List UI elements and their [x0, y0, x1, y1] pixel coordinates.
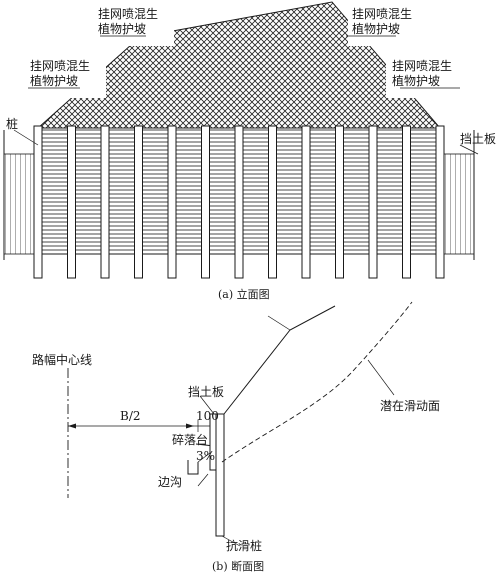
pile — [402, 125, 411, 279]
slope-label-upper-right-2: 植物护坡 — [352, 21, 400, 36]
pile — [100, 125, 110, 279]
slip-surface — [221, 301, 413, 463]
pile-label-section: 抗滑桩 — [226, 538, 262, 553]
wall-label-elevation: 挡土板 — [460, 132, 496, 146]
wall-label-section: 挡土板 — [188, 385, 224, 399]
platform-label: 碎落台 — [172, 432, 208, 447]
half-width-label: B/2 — [120, 409, 141, 423]
anti-slide-pile-section — [215, 413, 225, 537]
lagging-panel-right — [439, 153, 475, 255]
slope-label-upper-left-2: 植物护坡 — [98, 21, 146, 36]
pile — [435, 125, 445, 279]
caption-elevation: (a) 立面图 — [218, 287, 270, 301]
offset-dimension: 100 — [196, 409, 219, 423]
pile — [301, 125, 311, 279]
gradient-label: 3% — [196, 449, 215, 463]
pile — [167, 125, 177, 279]
pile — [67, 125, 76, 279]
slope-label-lower-left-1: 挂网喷混生 — [30, 59, 90, 73]
pile — [368, 125, 378, 279]
centerline-label: 路幅中心线 — [32, 352, 92, 367]
pile — [134, 125, 143, 279]
slope-label-lower-left-2: 植物护坡 — [30, 73, 78, 88]
pile — [201, 125, 210, 279]
lagging-panel-left — [3, 153, 39, 255]
caption-section: (b) 断面图 — [212, 559, 264, 573]
section-view: 路幅中心线 B/2 100 挡土板 碎落台 3% 边沟 抗滑桩 潜在滑动面 (b… — [32, 301, 440, 573]
pile — [268, 125, 277, 279]
slope-label-upper-right-1: 挂网喷混生 — [352, 7, 412, 21]
slip-surface-label: 潜在滑动面 — [380, 399, 440, 413]
slope-label-lower-right-1: 挂网喷混生 — [392, 59, 452, 73]
slope-label-lower-right-2: 植物护坡 — [392, 73, 440, 88]
slope-label-upper-left-1: 挂网喷混生 — [98, 7, 158, 21]
pile-row — [33, 125, 445, 279]
slope-surface-section — [223, 305, 336, 415]
pile — [335, 125, 344, 279]
ditch-label: 边沟 — [158, 475, 182, 489]
pile-label: 桩 — [6, 116, 18, 131]
pile — [234, 125, 244, 279]
pile — [33, 125, 43, 279]
elevation-view: 挂网喷混生 植物护坡 挂网喷混生 植物护坡 挂网喷混生 植物护坡 挂网喷混生 植… — [3, 1, 496, 301]
